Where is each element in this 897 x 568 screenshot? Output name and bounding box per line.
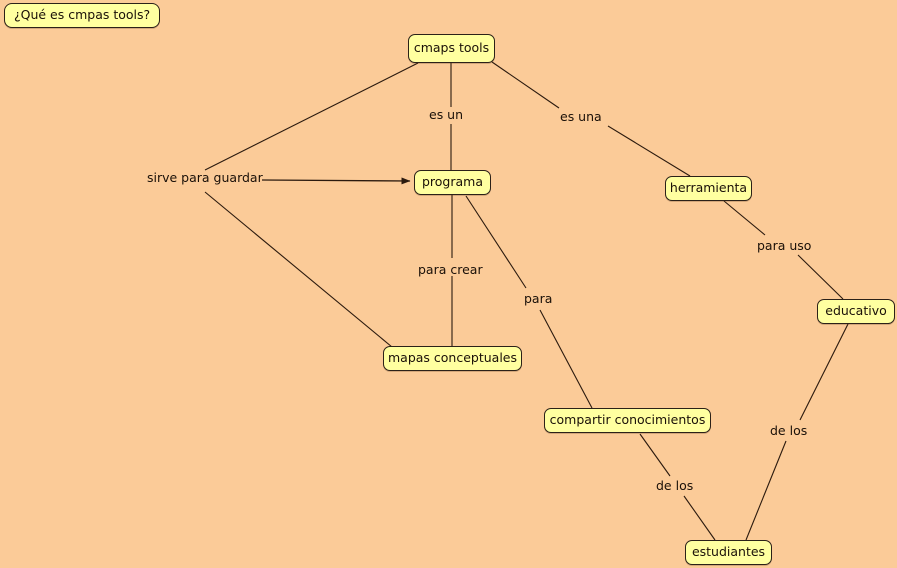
node-programa-label: programa	[421, 174, 484, 190]
node-cmaps-tools-label: cmaps tools	[413, 40, 490, 56]
link-label-es-una[interactable]: es una	[557, 110, 605, 125]
concept-map-title-box[interactable]: ¿Qué es cmpas tools?	[4, 3, 161, 28]
edge-sirve-para-guardar-to-mapas	[204, 191, 393, 348]
node-herramienta-label: herramienta	[669, 180, 748, 196]
edge-cmaps-to-sirve-para-guardar	[204, 62, 419, 171]
link-label-sirve-para-guardar-text: sirve para guardar	[147, 170, 263, 185]
link-label-de-los-educativo[interactable]: de los	[767, 424, 810, 439]
edge-herramienta-to-parauso	[723, 200, 766, 236]
edge-programa-to-para	[465, 195, 527, 289]
link-label-para-crear-text: para crear	[418, 262, 483, 277]
node-mapas-conceptuales[interactable]: mapas conceptuales	[383, 346, 522, 371]
edge-compartir-to-delos	[639, 433, 671, 477]
edge-sirve-para-guardar-to-programa	[261, 177, 411, 185]
link-label-de-los-compartir[interactable]: de los	[653, 479, 696, 494]
link-label-sirve-para-guardar[interactable]: sirve para guardar	[144, 171, 266, 186]
edge-cmaps-to-esuna	[491, 61, 560, 109]
concept-map-title-label: ¿Qué es cmpas tools?	[14, 7, 151, 23]
node-programa[interactable]: programa	[414, 170, 491, 195]
link-label-es-un-text: es un	[429, 107, 464, 122]
link-label-para-uso[interactable]: para uso	[754, 239, 814, 254]
node-estudiantes-label: estudiantes	[691, 544, 766, 560]
link-label-para-text: para	[524, 291, 553, 306]
node-compartir-conocimientos-label: compartir conocimientos	[549, 412, 706, 428]
edge-delos-to-estudiantes	[683, 495, 716, 541]
link-label-es-un[interactable]: es un	[426, 108, 466, 123]
edge-delos2-to-estudiantes	[745, 440, 787, 541]
node-educativo-label: educativo	[825, 303, 887, 319]
node-herramienta[interactable]: herramienta	[665, 176, 752, 201]
edge-parauso-to-educativo	[797, 254, 844, 300]
node-educativo[interactable]: educativo	[817, 299, 895, 324]
link-label-para-uso-text: para uso	[757, 238, 812, 253]
edge-educativo-to-delos2	[799, 323, 849, 421]
edge-esuna-to-herramienta	[607, 125, 691, 177]
link-label-de-los-compartir-text: de los	[656, 478, 694, 493]
link-label-es-una-text: es una	[560, 109, 602, 124]
link-label-para[interactable]: para	[521, 292, 555, 307]
node-cmaps-tools[interactable]: cmaps tools	[408, 34, 495, 63]
link-label-para-crear[interactable]: para crear	[415, 263, 486, 278]
link-label-de-los-educativo-text: de los	[770, 423, 808, 438]
edge-para-to-compartir	[539, 309, 593, 409]
node-compartir-conocimientos[interactable]: compartir conocimientos	[544, 408, 711, 433]
node-mapas-conceptuales-label: mapas conceptuales	[387, 350, 518, 366]
node-estudiantes[interactable]: estudiantes	[685, 540, 772, 565]
